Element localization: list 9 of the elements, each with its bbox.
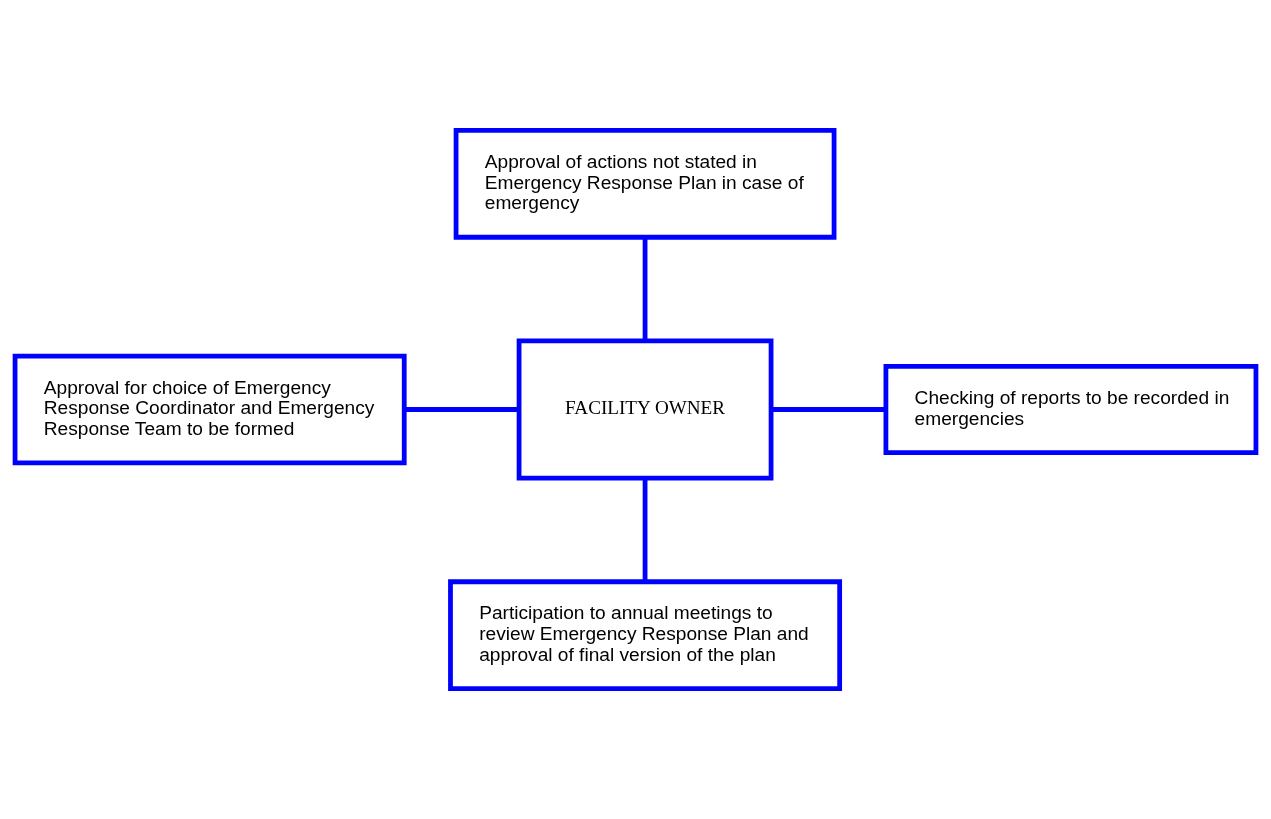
- node-box: FACILITY OWNER: [516, 338, 774, 481]
- connector: [642, 237, 648, 341]
- node-box: Approval of actions not stated in Emergency Response Plan in case of emergency: [453, 128, 837, 240]
- connector: [404, 407, 519, 412]
- node-box: Participation to annual meetings to review Emergency Response Plan and approval of final version of the plan: [448, 579, 843, 691]
- connector: [771, 407, 886, 412]
- connector: [642, 478, 648, 582]
- node-box: Approval for choice of Emergency Response Coordinator and Emergency Response Team to be formed: [12, 353, 407, 466]
- node-box: Checking of reports to be recorded in emergencies: [883, 364, 1259, 455]
